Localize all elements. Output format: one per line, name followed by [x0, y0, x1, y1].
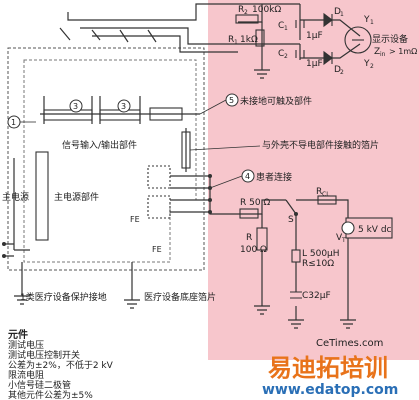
callout-4-number: 4: [245, 172, 250, 181]
components: [35, 12, 393, 299]
resistor-r1: [255, 29, 265, 47]
label-y1-sub: 1: [370, 19, 374, 26]
label-foil-base: 医疗设备底座箔片: [144, 291, 216, 303]
inaccessible-part: [149, 107, 183, 121]
label-r1: R: [228, 35, 234, 45]
label-r50: R 50 Ω: [240, 198, 270, 208]
label-d2-sub: 2: [340, 69, 344, 76]
test-circuit-region: [208, 0, 419, 360]
label-c2: C: [278, 49, 284, 59]
legend-item: 其他元件公差为±5%: [8, 389, 93, 400]
label-mains-part: 主电源部件: [54, 191, 99, 203]
label-d1-sub: 1: [340, 11, 344, 18]
legend-item: 小信号硅二极管: [8, 379, 71, 391]
signal-io-part-left: [43, 109, 93, 121]
label-r2-sub: 2: [244, 9, 248, 16]
label-y2-sub: 2: [370, 63, 374, 70]
mains-part: [35, 151, 49, 241]
label-r2: R: [238, 5, 244, 15]
label-zin-sub: in: [380, 51, 386, 58]
label-c2-value: 1μF: [306, 59, 323, 69]
resistor-r2: [235, 14, 259, 24]
resistor-r100: [256, 227, 268, 251]
label-c2-sub: 2: [284, 53, 288, 60]
label-c1: C: [278, 21, 284, 31]
label-fe-2: FE: [152, 245, 162, 254]
label-d1: D: [334, 7, 341, 17]
label-y2: Y: [363, 59, 370, 69]
label-c32: C32μF: [302, 291, 331, 301]
label-rcl-sub: CL: [322, 191, 330, 198]
legend-item: 测试电压控制开关: [8, 349, 80, 361]
terminals: [2, 174, 298, 258]
label-rcl: R: [316, 187, 322, 197]
label-display: 显示设备: [372, 33, 408, 45]
fe-part-lower: [147, 195, 171, 219]
callout-1-number: 1: [11, 118, 16, 127]
fe-part-upper: [147, 165, 171, 189]
watermark-brand: 易迪拓培训: [268, 354, 388, 382]
label-patient: 患者连接: [256, 171, 292, 183]
device-enclosure: [7, 47, 205, 271]
capacitor-c2: [295, 50, 305, 58]
label-r100: R: [246, 233, 252, 243]
label-d2: D: [334, 65, 341, 75]
label-r10: R≤10Ω: [302, 259, 334, 269]
callout-5-number: 5: [229, 96, 234, 105]
resistor-r50: [239, 208, 259, 219]
callouts: [7, 93, 255, 183]
label-mains: 主电源: [2, 191, 29, 203]
label-switch-s: S: [288, 215, 294, 225]
label-inaccessible: 未接地可触及部件: [240, 95, 312, 107]
diode-d1: [323, 12, 333, 28]
signal-io-part-right: [99, 109, 141, 121]
display-meter: [344, 26, 372, 54]
label-foil-nonconductive: 与外壳不导电部件接触的箔片: [262, 139, 379, 151]
label-r1-value: 1kΩ: [240, 35, 258, 45]
leader-lines: [20, 99, 261, 189]
label-class1-ground: 1类医疗设备保护接地: [20, 291, 107, 303]
label-vt-sub: T: [341, 237, 346, 244]
label-fe-1: FE: [130, 215, 140, 224]
voltage-source-vt: [341, 221, 355, 235]
legend-item: 公差为±2%，不低于2 kV: [8, 359, 114, 371]
label-l500: L 500μH: [302, 249, 340, 259]
legend-title: 元件: [8, 328, 28, 341]
inductor-l: [291, 249, 301, 263]
label-zin-value: > 1mΩ: [389, 47, 417, 56]
watermark-url: www.edatop.com: [262, 382, 398, 398]
resistor-rcl: [317, 195, 337, 205]
label-c1-sub: 1: [284, 25, 288, 32]
label-r100-value: 100 Ω: [240, 245, 267, 255]
label-y1: Y: [363, 15, 370, 25]
capacitor-c32: [290, 291, 302, 299]
label-r1-sub: 1: [234, 39, 238, 46]
callout-3a-number: 3: [73, 102, 78, 111]
callout-3b-number: 3: [121, 102, 126, 111]
label-vt: V: [336, 233, 343, 243]
label-r2-value: 100kΩ: [252, 5, 281, 15]
label-c1-value: 1μF: [306, 31, 323, 41]
legend-item: 测试电压: [8, 339, 44, 351]
legend-item: 限流电阻: [8, 369, 44, 381]
label-zin: Z: [374, 47, 380, 57]
watermark-ce: CeTimes.com: [316, 338, 383, 349]
capacitor-c1: [295, 20, 305, 28]
label-vt-value: 5 kV dc: [358, 225, 392, 235]
label-signal-io: 信号输入/输出部件: [62, 139, 137, 151]
diode-d2: [323, 50, 333, 66]
callout-3a: [69, 99, 83, 113]
callout-3b: [117, 99, 131, 113]
